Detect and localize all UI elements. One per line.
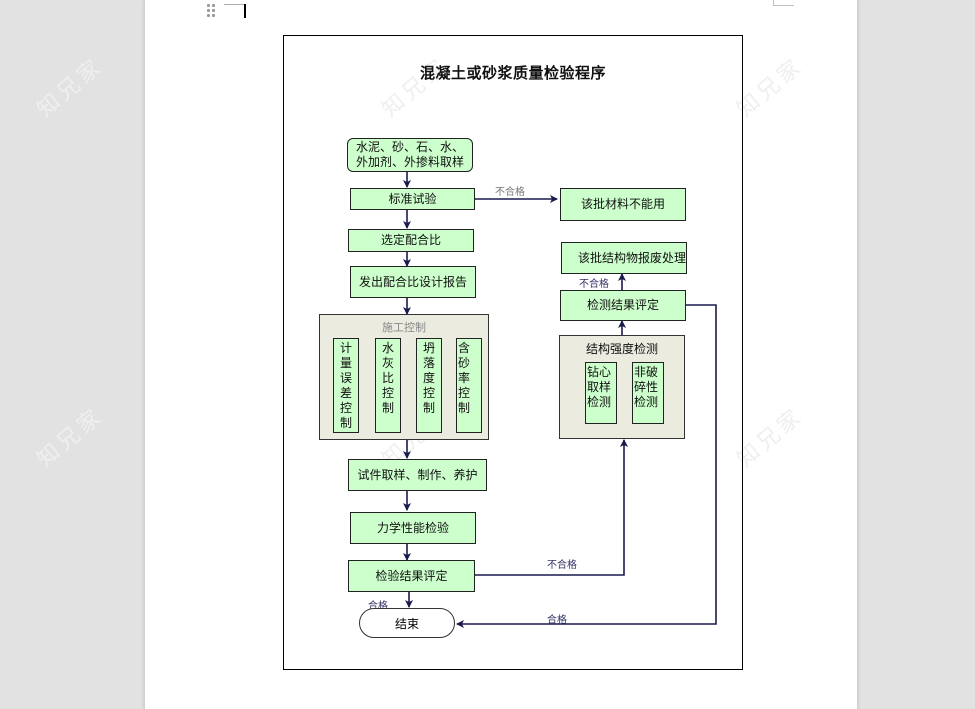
margin-corner-mark xyxy=(224,4,244,5)
node-end[interactable]: 结束 xyxy=(359,608,455,638)
edge-label-fail: 不合格 xyxy=(547,560,577,571)
node-standard-test[interactable]: 标准试验 xyxy=(350,188,475,210)
node-batch-unusable[interactable]: 该批材料不能用 xyxy=(560,188,686,221)
group-strength-test[interactable]: 结构强度检测 xyxy=(559,335,685,439)
node-structure-scrap[interactable]: 该批结构物报废处理 xyxy=(561,242,687,274)
control-item[interactable]: 含砂率控制 xyxy=(456,338,482,433)
edge-label-pass: 合格 xyxy=(368,601,388,612)
flowchart-title: 混凝土或砂浆质量检验程序 xyxy=(419,64,606,82)
margin-corner-mark xyxy=(773,0,794,6)
node-result-eval[interactable]: 检验结果评定 xyxy=(348,560,475,592)
flowchart-frame[interactable] xyxy=(283,35,743,670)
node-mix-report[interactable]: 发出配合比设计报告 xyxy=(350,266,476,298)
strength-item[interactable]: 钻心取样检测 xyxy=(585,362,617,424)
control-item[interactable]: 水灰比控制 xyxy=(375,338,401,433)
drag-handle-icon[interactable] xyxy=(207,4,215,18)
watermark: 知兄家 xyxy=(32,53,109,123)
control-item[interactable]: 坍落度控制 xyxy=(416,338,442,433)
node-mechanical-test[interactable]: 力学性能检验 xyxy=(350,512,476,544)
node-sampling[interactable]: 水泥、砂、石、水、 外加剂、外掺料取样 xyxy=(347,138,473,172)
control-item[interactable]: 计量误差控制 xyxy=(333,338,359,433)
node-specimen[interactable]: 试件取样、制作、养护 xyxy=(348,459,487,491)
strength-item[interactable]: 非破碎性检测 xyxy=(632,362,664,424)
text-cursor xyxy=(244,4,246,18)
edge-label-fail: 不合格 xyxy=(579,279,609,290)
node-test-result-eval[interactable]: 检测结果评定 xyxy=(560,290,686,321)
edge-label-pass: 合格 xyxy=(547,615,567,626)
watermark: 知兄家 xyxy=(32,403,109,473)
group-title: 结构强度检测 xyxy=(585,342,658,356)
group-title: 施工控制 xyxy=(382,321,426,334)
node-select-mix[interactable]: 选定配合比 xyxy=(348,229,474,252)
edge-label-fail: 不合格 xyxy=(495,187,525,198)
